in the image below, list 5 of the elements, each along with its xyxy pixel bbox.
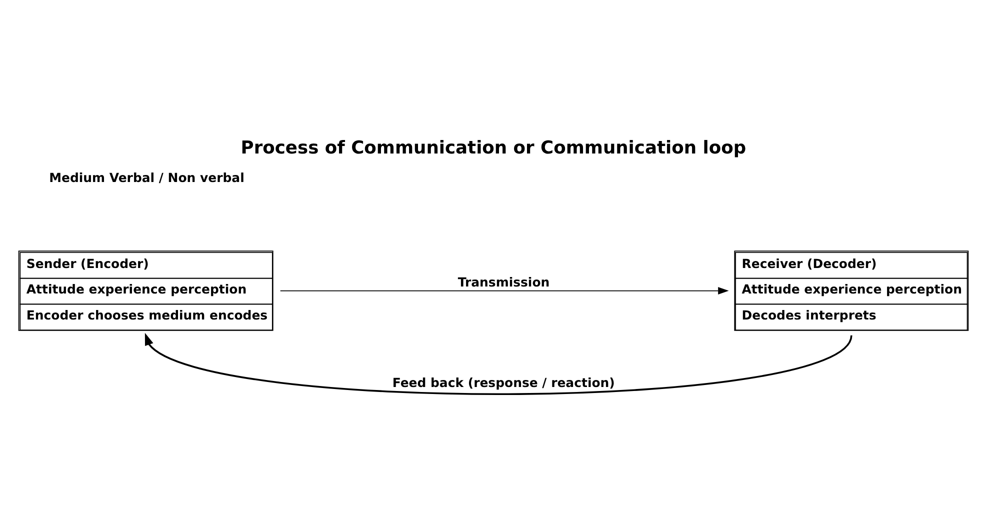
- diagram-title: Process of Communication or Communication loop: [240, 137, 746, 158]
- edge-label: Feed back (response / reaction): [392, 374, 615, 390]
- arrow: [280, 286, 729, 294]
- edge-label: Transmission: [458, 274, 550, 290]
- label: Medium Verbal / Non verbal: [49, 169, 244, 184]
